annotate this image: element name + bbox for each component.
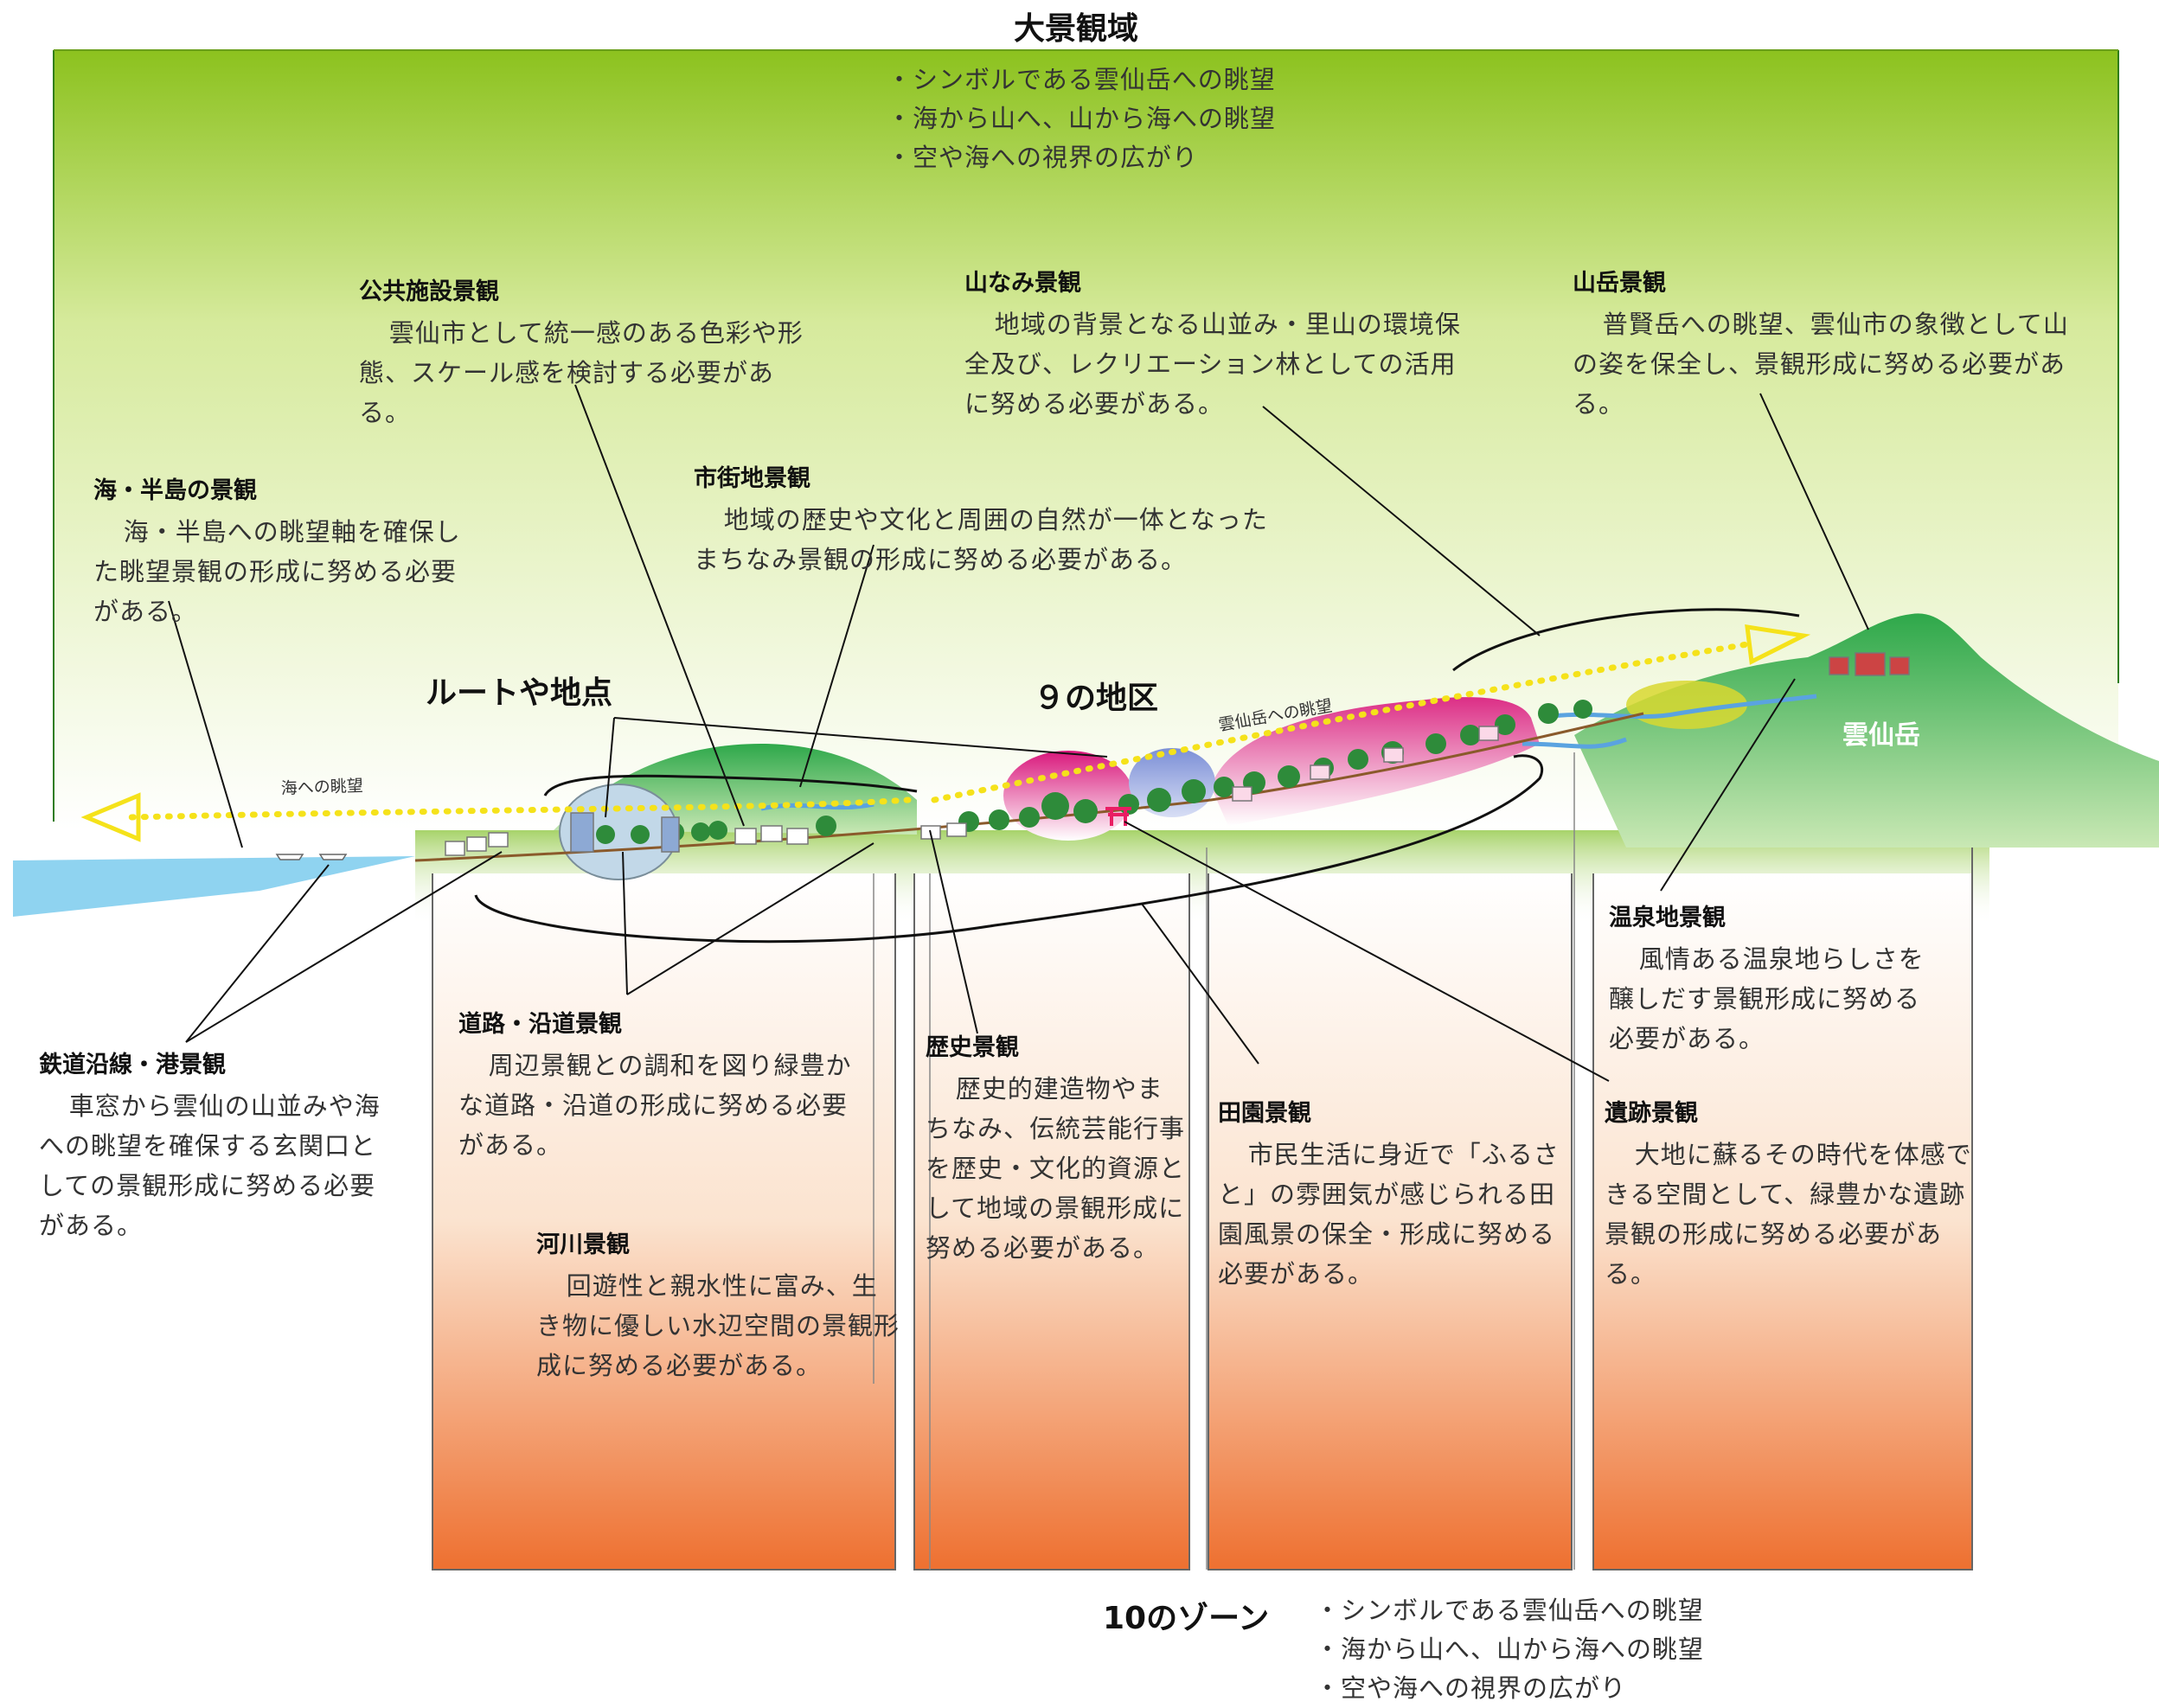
section-public-facilities: 公共施設景観 雲仙市として統一感のある色彩や形態、スケール感を検討する必要がある… xyxy=(359,275,809,432)
zone-ellipse xyxy=(474,754,1544,944)
section-road: 道路・沿道景観 周辺景観との調和を図り緑豊かな道路・沿道の形成に努める必要がある… xyxy=(458,1008,865,1165)
bracket-ridge xyxy=(1452,608,1800,672)
section-title: 海・半島の景観 xyxy=(93,477,257,504)
zone-columns xyxy=(432,692,1973,1570)
section-body: 地域の歴史や文化と周囲の自然が一体となったまちなみ景観の形成に努める必要がある。 xyxy=(694,505,1268,574)
top-title: 大景観域 xyxy=(1014,11,1139,47)
section-river: 河川景観 回遊性と親水性に富み、生き物に優しい水辺空間の景観形成に努める必要があ… xyxy=(536,1228,900,1385)
torii-icon xyxy=(1105,807,1131,826)
boats xyxy=(275,854,348,860)
sea xyxy=(13,856,415,917)
bottom-bullet: ・海から山へ、山から海への眺望 xyxy=(1315,1634,1705,1664)
districts-label: ９の地区 xyxy=(1034,681,1159,716)
section-onsen: 温泉地景観 風情ある温泉地らしさを醸しだす景観形成に努める必要がある。 xyxy=(1609,901,1938,1059)
section-body: 海・半島への眺望軸を確保した眺望景観の形成に努める必要がある。 xyxy=(93,517,461,626)
mountain-view-arrow xyxy=(1745,624,1811,665)
section-body: 風情ある温泉地らしさを醸しだす景観形成に努める必要がある。 xyxy=(1609,944,1925,1053)
section-title: 鉄道沿線・港景観 xyxy=(39,1052,226,1078)
section-title: 歴史景観 xyxy=(926,1034,1019,1061)
section-ridge: 山なみ景観 地域の背景となる山並み・里山の環境保全及び、レクリエーション林として… xyxy=(964,266,1466,424)
section-title: 田園景観 xyxy=(1218,1100,1311,1127)
top-bullet: ・海から山へ、山から海への眺望 xyxy=(887,104,1277,133)
section-body: 車窓から雲仙の山並みや海への眺望を確保する玄関口としての景観形成に努める必要があ… xyxy=(39,1091,381,1240)
mountain-label: 雲仙岳 xyxy=(1842,720,1920,751)
section-title: 山岳景観 xyxy=(1573,270,1666,297)
top-bullets: ・シンボルである雲仙岳への眺望 ・海から山へ、山から海への眺望 ・空や海への視界… xyxy=(887,61,1276,177)
section-body: 周辺景観との調和を図り緑豊かな道路・沿道の形成に努める必要がある。 xyxy=(458,1051,852,1160)
bottom-bullet: ・空や海への視界の広がり xyxy=(1315,1673,1627,1703)
section-title: 河川景観 xyxy=(536,1231,630,1258)
section-rural: 田園景観 市民生活に身近で「ふるさと」の雰囲気が感じられる田園風景の保全・形成に… xyxy=(1218,1097,1573,1294)
bottom-bullet: ・シンボルである雲仙岳への眺望 xyxy=(1315,1596,1704,1625)
section-title: 市街地景観 xyxy=(694,465,810,492)
section-alpine: 山岳景観 普賢岳への眺望、雲仙市の象徴として山の姿を保全し、景観形成に努める必要… xyxy=(1573,266,2074,424)
section-title: 温泉地景観 xyxy=(1609,905,1726,931)
sea-view-arrow xyxy=(80,792,141,842)
section-body: 回遊性と親水性に富み、生き物に優しい水辺空間の景観形成に努める必要がある。 xyxy=(536,1271,900,1380)
section-coast: 海・半島の景観 海・半島への眺望軸を確保した眺望景観の形成に努める必要がある。 xyxy=(93,474,465,631)
section-title: 遺跡景観 xyxy=(1605,1100,1698,1127)
mountain-view-line xyxy=(931,641,1751,803)
unzen-mountain xyxy=(1574,613,2159,848)
houses xyxy=(445,652,1910,856)
top-bullet: ・シンボルである雲仙岳への眺望 xyxy=(887,65,1276,94)
leader-lines xyxy=(168,384,1869,1082)
section-body: 普賢岳への眺望、雲仙市の象徴として山の姿を保全し、景観形成に努める必要がある。 xyxy=(1573,310,2069,419)
top-bullet: ・空や海への視界の広がり xyxy=(887,143,1199,172)
zones-label: 10のゾーン xyxy=(1103,1601,1270,1636)
section-body: 雲仙市として統一感のある色彩や形態、スケール感を検討する必要がある。 xyxy=(359,318,804,427)
sea-view-label: 海への眺望 xyxy=(280,777,363,798)
bottom-bullets: ・シンボルである雲仙岳への眺望 ・海から山へ、山から海への眺望 ・空や海への視界… xyxy=(1315,1591,1704,1708)
section-body: 歴史的建造物やまちなみ、伝統芸能行事を歴史・文化的資源として地域の景観形成に努め… xyxy=(926,1074,1186,1263)
section-title: 山なみ景観 xyxy=(964,270,1081,297)
sky-gradient xyxy=(54,50,2118,830)
section-urban: 市街地景観 地域の歴史や文化と周囲の自然が一体となったまちなみ景観の形成に努める… xyxy=(694,462,1282,579)
section-body: 大地に蘇るその時代を体感できる空間として、緑豊かな遺跡景観の形成に努める必要があ… xyxy=(1605,1140,1972,1289)
section-rail-port: 鉄道沿線・港景観 車窓から雲仙の山並みや海への眺望を確保する玄関口としての景観形… xyxy=(39,1048,385,1245)
routes-label: ルートや地点 xyxy=(426,675,613,711)
sea-view-line xyxy=(126,796,912,821)
section-title: 公共施設景観 xyxy=(359,278,499,305)
section-body: 地域の背景となる山並み・里山の環境保全及び、レクリエーション林としての活用に努め… xyxy=(964,310,1461,419)
section-history: 歴史景観 歴史的建造物やまちなみ、伝統芸能行事を歴史・文化的資源として地域の景観… xyxy=(926,1031,1185,1268)
bracket-left-area xyxy=(543,774,918,796)
section-ruins: 遺跡景観 大地に蘇るその時代を体感できる空間として、緑豊かな遺跡景観の形成に努め… xyxy=(1605,1097,1976,1294)
section-body: 市民生活に身近で「ふるさと」の雰囲気が感じられる田園風景の保全・形成に努める必要… xyxy=(1218,1140,1560,1289)
section-title: 道路・沿道景観 xyxy=(458,1011,622,1038)
